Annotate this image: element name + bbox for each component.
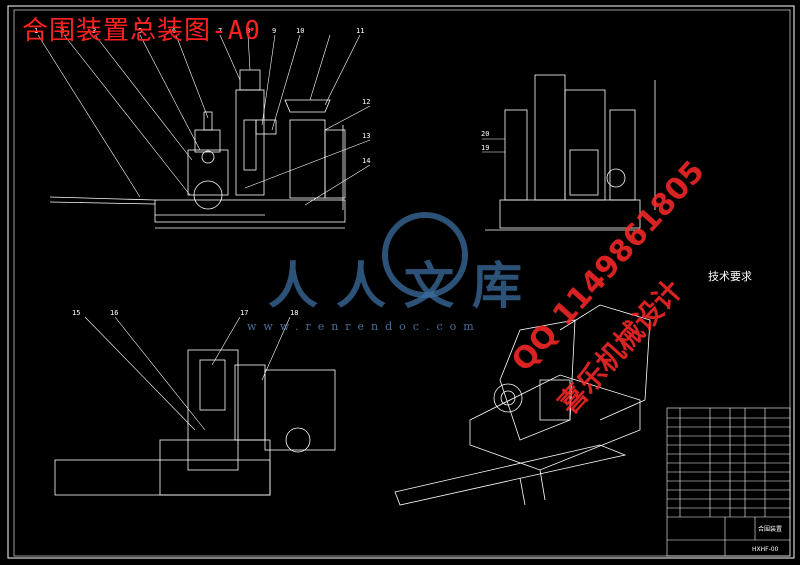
callout-5: 5 xyxy=(138,27,142,35)
title-block-code: HXHF-00 xyxy=(752,546,779,553)
callout-16: 16 xyxy=(110,309,118,317)
callout-7: 7 xyxy=(218,27,222,35)
callout-19: 19 xyxy=(481,144,489,152)
callout-12: 12 xyxy=(362,98,370,106)
isometric-view xyxy=(394,304,651,506)
front-view-callouts: 1 2 3 5 6 7 8 9 10 11 12 13 14 xyxy=(34,27,370,165)
side-view xyxy=(482,74,656,231)
callout-14: 14 xyxy=(362,157,370,165)
callout-9: 9 xyxy=(272,27,276,35)
watermark-brand: 人人文库 xyxy=(268,256,540,315)
inner-border xyxy=(13,9,791,557)
outer-border xyxy=(7,5,795,559)
drawing-title: 合围装置总装图-A0 xyxy=(22,16,261,46)
tech-requirements-title: 技术要求 xyxy=(708,270,752,283)
callout-10: 10 xyxy=(296,27,304,35)
callout-6: 6 xyxy=(172,27,176,35)
callout-13: 13 xyxy=(362,132,370,140)
watermark-url: www.renrendoc.com xyxy=(247,320,481,333)
callout-18: 18 xyxy=(290,309,298,317)
front-view xyxy=(37,34,371,229)
title-block-name: 合围装置 xyxy=(758,526,783,533)
watermark-logo xyxy=(382,212,468,298)
title-block xyxy=(666,407,791,557)
callout-15: 15 xyxy=(72,309,80,317)
callout-11: 11 xyxy=(356,27,364,35)
callout-8: 8 xyxy=(246,27,250,35)
callout-17: 17 xyxy=(240,309,248,317)
callout-20: 20 xyxy=(481,130,489,138)
top-view xyxy=(54,316,336,496)
callout-1: 1 xyxy=(34,27,38,35)
callout-2: 2 xyxy=(60,27,64,35)
callout-3: 3 xyxy=(92,27,96,35)
